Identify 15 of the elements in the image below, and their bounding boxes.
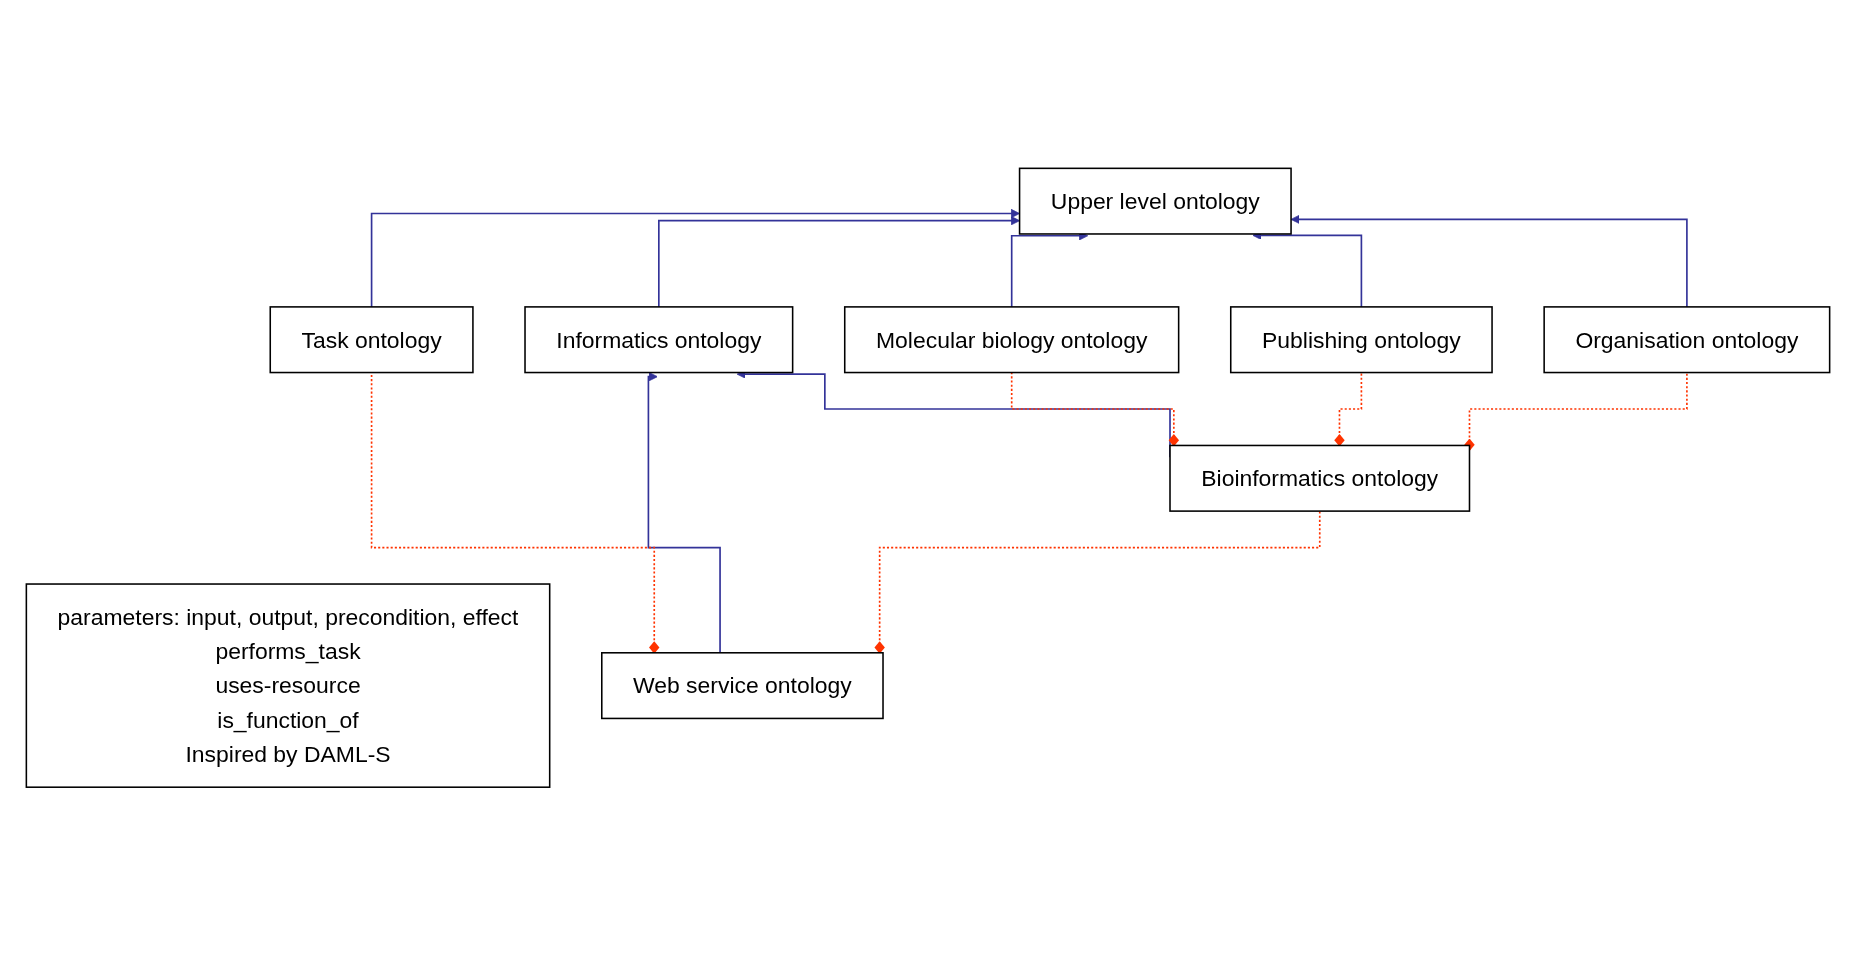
node-box: Molecular biology ontology (843, 305, 1180, 374)
arrow (647, 371, 721, 654)
node-box: parameters: input, output, precondition, effect performs_task uses-resource is_function_of Inspired by DAML-S (25, 583, 551, 788)
connector (874, 510, 1321, 654)
node-box: Organisation ontology (1543, 305, 1831, 374)
node-box: Task ontology (269, 305, 474, 374)
node-box: Publishing ontology (1229, 305, 1493, 374)
arrow (370, 208, 1020, 308)
connector (1334, 371, 1363, 447)
node-box: Informatics ontology (524, 305, 794, 374)
node-box: Web service ontology (601, 651, 884, 719)
connector (1010, 371, 1180, 447)
connector (1464, 371, 1688, 451)
node-box: Bioinformatics ontology (1169, 444, 1471, 512)
node-box: Upper level ontology (1018, 167, 1292, 235)
